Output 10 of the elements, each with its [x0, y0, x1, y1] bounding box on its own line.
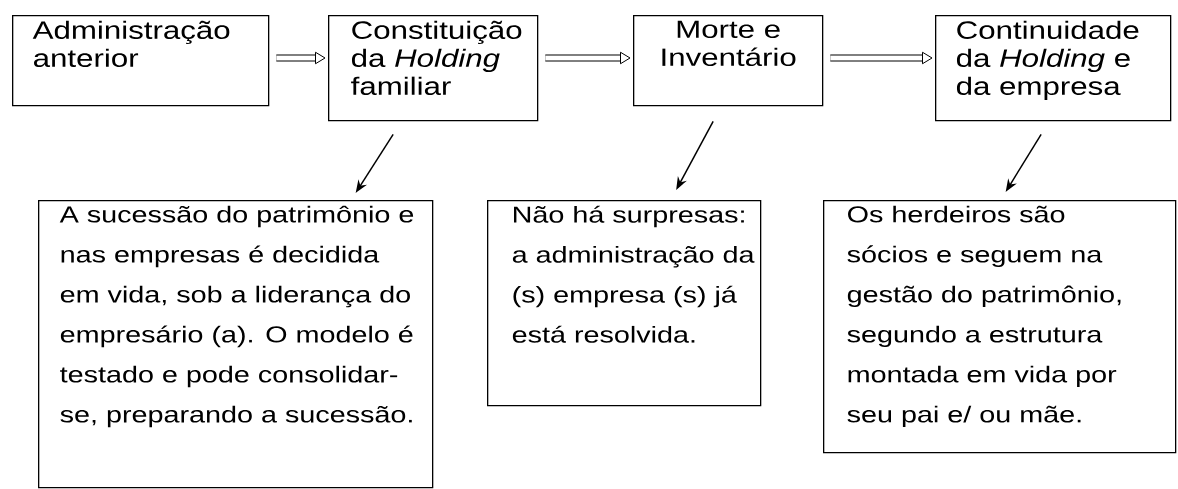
text-box: Continuidade da Holding e da empresa [935, 15, 1172, 122]
text-box: A sucessão do patrimônio e nas empresas é decidida em vida, sob a liderança do empresário (a). O modelo é testado e pode consolidar- se, preparando a sucessão. [38, 200, 434, 489]
arrow [276, 51, 326, 65]
text-box: Administração anterior [12, 15, 270, 107]
text-box: Os herdeiros são sócios e seguem na gestão do patrimônio, segundo a estrutura montada em vida por seu pai e/ ou mãe. [823, 200, 1177, 454]
text-box: Morte e Inventário [633, 15, 824, 107]
text-box: Constituição da Holding familiar [328, 15, 539, 122]
arrow [545, 51, 631, 65]
text-box: Não há surpresas: a administração da (s) empresa (s) já está resolvida. [487, 200, 762, 407]
arrow [830, 51, 933, 65]
